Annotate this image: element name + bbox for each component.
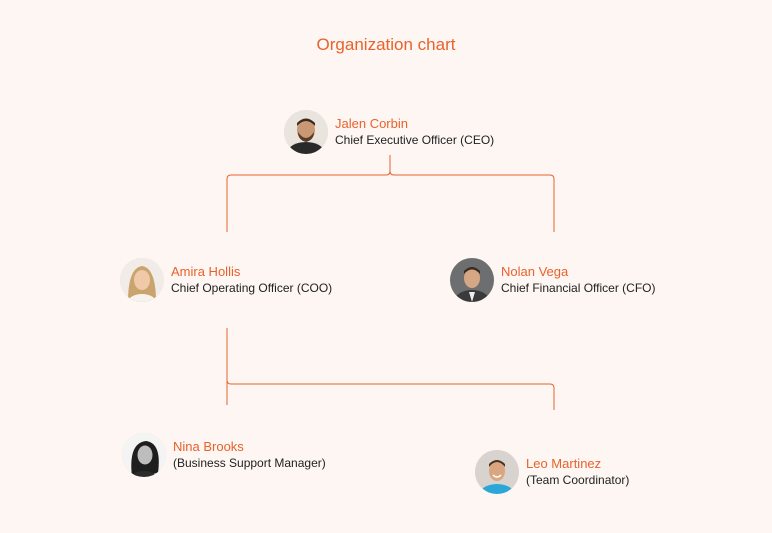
ceo-role: Chief Executive Officer (CEO) (335, 133, 495, 147)
man-suit-avatar (450, 258, 494, 302)
cfo-role: Chief Financial Officer (CFO) (501, 281, 656, 295)
connector-ceo-down (385, 155, 391, 176)
coo-name: Amira Hollis (171, 264, 241, 279)
man-smiling-avatar (475, 450, 519, 494)
woman-blonde-avatar (120, 258, 164, 302)
tc-role: (Team Coordinator) (526, 473, 630, 487)
node-coo: Amira Hollis Chief Operating Officer (CO… (120, 258, 332, 302)
node-team-coordinator: Leo Martinez (Team Coordinator) (475, 450, 629, 494)
woman-bw-avatar (122, 433, 166, 477)
node-business-support-manager: Nina Brooks (Business Support Manager) (122, 433, 326, 477)
ceo-name: Jalen Corbin (335, 116, 408, 131)
node-ceo: Jalen Corbin Chief Executive Officer (CE… (284, 110, 494, 154)
chart-title: Organization chart (316, 35, 456, 54)
coo-role: Chief Operating Officer (COO) (171, 281, 333, 295)
node-cfo: Nolan Vega Chief Financial Officer (CFO) (450, 258, 655, 302)
connector-ceo-left (226, 174, 386, 232)
bsm-name: Nina Brooks (173, 439, 244, 454)
cfo-name: Nolan Vega (501, 264, 569, 279)
tc-name: Leo Martinez (526, 456, 602, 471)
connector-ceo-right (389, 170, 555, 232)
connector-coo-right (226, 379, 555, 410)
man-beard-avatar (284, 110, 328, 154)
bsm-role: (Business Support Manager) (173, 456, 326, 470)
